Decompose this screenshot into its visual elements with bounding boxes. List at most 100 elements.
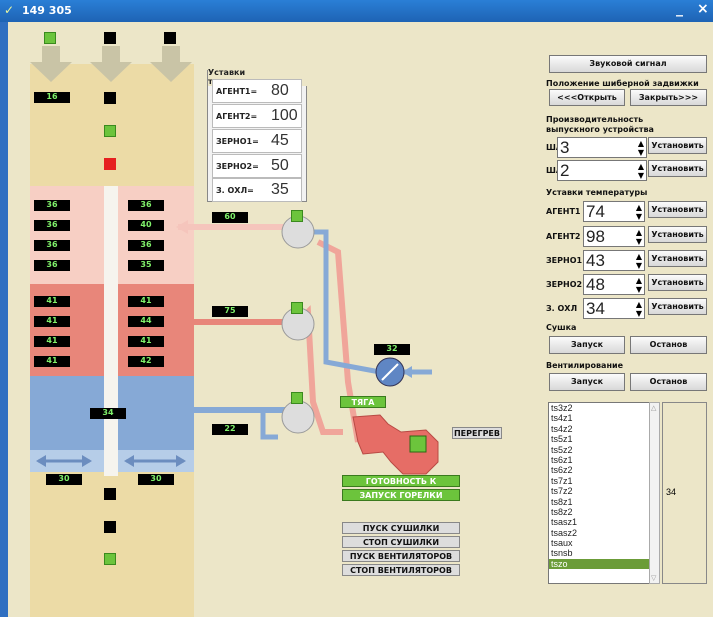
inlet-indicator-1 xyxy=(44,32,56,44)
scroll-down-icon[interactable]: ▽ xyxy=(651,574,657,582)
spin-arrows-icon: ▲▼ xyxy=(637,162,644,180)
ventilation-section-title: Вентилирование xyxy=(546,361,623,370)
ventilation-stop-button[interactable]: Останов xyxy=(630,373,707,391)
mid-left-readout: 41 xyxy=(34,316,70,327)
list-item[interactable]: tsasz1 xyxy=(551,517,578,528)
grain1-label: ЗЕРНО1 xyxy=(546,256,583,265)
set-grain1-button[interactable]: Установить xyxy=(648,250,707,267)
shaft1-spinbox[interactable]: 3▲▼ xyxy=(557,137,647,158)
upper-left-readout: 36 xyxy=(34,200,70,211)
cooling-spinbox[interactable]: 34▲▼ xyxy=(583,298,645,319)
upper-right-readout: 35 xyxy=(128,260,164,271)
start-dryer-button[interactable]: ПУСК СУШИЛКИ xyxy=(342,522,460,534)
temp-section-title: Уставки температуры xyxy=(546,188,648,197)
app-icon: ✓ xyxy=(4,3,15,17)
scroll-up-icon[interactable]: △ xyxy=(651,404,657,412)
set-shaft1-button[interactable]: Установить xyxy=(648,137,707,154)
drying-section-title: Сушка xyxy=(546,323,577,332)
agent2-spinbox[interactable]: 98▲▼ xyxy=(583,226,645,247)
sensor-list[interactable]: ts3z2 ts4z1 ts4z2 ts5z1 ts5z2 ts6z1 ts6z… xyxy=(548,402,652,584)
list-item[interactable]: tsaux xyxy=(551,538,573,549)
sound-signal-button[interactable]: Звуковой сигнал xyxy=(549,55,707,73)
spin-arrows-icon: ▲▼ xyxy=(635,252,642,270)
discharge-indicator-3 xyxy=(104,553,116,565)
cool-center-readout: 34 xyxy=(90,408,126,419)
agent1-label: АГЕНТ1 xyxy=(546,207,581,216)
temp-setpoints-table: Уставки температуры АГЕНТ1=80 АГЕНТ2=100… xyxy=(207,68,308,202)
setpoint-row: АГЕНТ1=80 xyxy=(212,79,302,103)
productivity-subtitle: выпускного устройства xyxy=(546,125,654,134)
list-item-selected[interactable]: tszo xyxy=(549,558,651,570)
ready-status: ГОТОВНОСТЬ К ЗАПУСКУ xyxy=(342,475,460,497)
upper-right-readout: 36 xyxy=(128,240,164,251)
minimize-button[interactable]: _ xyxy=(676,1,683,17)
list-item[interactable]: ts6z1 xyxy=(551,454,573,465)
spin-arrows-icon: ▲▼ xyxy=(635,300,642,318)
stop-fans-button[interactable]: СТОП ВЕНТИЛЯТОРОВ xyxy=(342,564,460,576)
list-item[interactable]: ts6z2 xyxy=(551,465,573,476)
mid-right-readout: 44 xyxy=(128,316,164,327)
drying-start-button[interactable]: Запуск xyxy=(549,336,625,354)
set-grain2-button[interactable]: Установить xyxy=(648,274,707,291)
drying-stop-button[interactable]: Останов xyxy=(630,336,707,354)
list-item[interactable]: ts8z1 xyxy=(551,496,573,507)
burner-start-status: ЗАПУСК ГОРЕЛКИ xyxy=(342,489,460,501)
overheat-indicator: ПЕРЕГРЕВ xyxy=(452,427,502,439)
set-shaft2-button[interactable]: Установить xyxy=(648,160,707,177)
list-item[interactable]: ts3z2 xyxy=(551,403,573,413)
set-agent1-button[interactable]: Установить xyxy=(648,201,707,218)
list-item[interactable]: ts5z1 xyxy=(551,434,573,445)
fan-cooling-icon xyxy=(281,400,315,434)
upper-left-readout: 36 xyxy=(34,220,70,231)
list-item[interactable]: ts4z1 xyxy=(551,413,573,424)
start-fans-button[interactable]: ПУСК ВЕНТИЛЯТОРОВ xyxy=(342,550,460,562)
spin-arrows-icon: ▲▼ xyxy=(637,139,644,157)
setpoint-row: З. ОХЛ=35 xyxy=(212,178,302,202)
spin-arrows-icon: ▲▼ xyxy=(635,203,642,221)
title-bar: ✓ 149 305 _ × xyxy=(0,0,713,22)
list-item[interactable]: tsnsb xyxy=(551,548,573,559)
setpoint-row: ЗЕРНО1=45 xyxy=(212,129,302,153)
open-gate-button[interactable]: <<<Открыть xyxy=(549,89,625,106)
agent1-spinbox[interactable]: 74▲▼ xyxy=(583,201,645,222)
grain1-spinbox[interactable]: 43▲▼ xyxy=(583,250,645,271)
sensor-value: 34 xyxy=(666,487,677,497)
discharge-indicator-2 xyxy=(104,521,116,533)
list-item[interactable]: ts7z2 xyxy=(551,486,573,497)
list-item[interactable]: ts4z2 xyxy=(551,423,573,434)
close-gate-button[interactable]: Закрыть>>> xyxy=(630,89,707,106)
setpoint-row: АГЕНТ2=100 xyxy=(212,104,302,128)
spin-arrows-icon: ▲▼ xyxy=(635,228,642,246)
mid-left-readout: 41 xyxy=(34,356,70,367)
set-agent2-button[interactable]: Установить xyxy=(648,226,707,243)
ventilation-start-button[interactable]: Запуск xyxy=(549,373,625,391)
list-item[interactable]: tsasz2 xyxy=(551,527,578,538)
spin-arrows-icon: ▲▼ xyxy=(635,276,642,294)
bottom-left-readout: 30 xyxy=(46,474,82,485)
gate-section-title: Положение шиберной задвижки xyxy=(546,79,699,88)
upper-right-readout: 36 xyxy=(128,200,164,211)
list-item[interactable]: ts8z2 xyxy=(551,506,573,517)
productivity-title: Производительность xyxy=(546,115,644,124)
central-shaft xyxy=(104,186,118,476)
grain2-label: ЗЕРНО2 xyxy=(546,280,583,289)
list-item[interactable]: ts5z2 xyxy=(551,444,573,455)
fan-cooling-status xyxy=(291,392,303,404)
setpoint-row: ЗЕРНО2=50 xyxy=(212,154,302,178)
grain2-spinbox[interactable]: 48▲▼ xyxy=(583,274,645,295)
set-cooling-button[interactable]: Установить xyxy=(648,298,707,315)
cooling-label: З. ОХЛ xyxy=(546,304,578,313)
sensor-list-scrollbar[interactable]: △ ▽ xyxy=(649,402,660,584)
stop-dryer-button[interactable]: СТОП СУШИЛКИ xyxy=(342,536,460,548)
list-item[interactable]: ts7z1 xyxy=(551,475,573,486)
cool-outlet-readout: 22 xyxy=(212,424,248,435)
shaft2-spinbox[interactable]: 2▲▼ xyxy=(557,160,647,181)
inlet-indicator-3 xyxy=(164,32,176,44)
bottom-right-readout: 30 xyxy=(138,474,174,485)
upper-right-readout: 40 xyxy=(128,220,164,231)
close-button[interactable]: × xyxy=(697,1,709,17)
cold-air-pipe xyxy=(308,229,381,375)
sensor-value-panel: 34 xyxy=(662,402,707,584)
mid-right-readout: 41 xyxy=(128,296,164,307)
level-indicator-2 xyxy=(104,125,116,137)
